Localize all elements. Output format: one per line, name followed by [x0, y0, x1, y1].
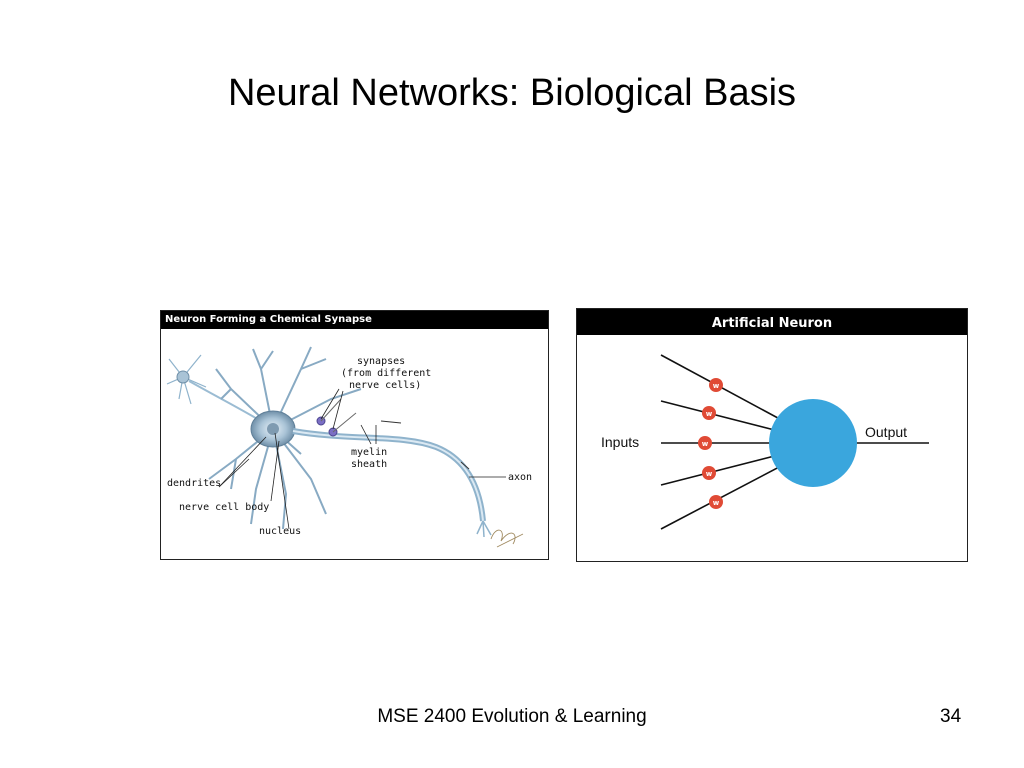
- axon-shape: [292, 428, 486, 522]
- label-synapses: synapses: [357, 356, 405, 367]
- inputs-label: Inputs: [601, 434, 639, 450]
- biological-figure-header: Neuron Forming a Chemical Synapse: [161, 311, 548, 329]
- label-nerve-cell-body: nerve cell body: [179, 502, 269, 513]
- weight-label: w: [713, 499, 720, 507]
- nucleus-shape: [267, 423, 279, 435]
- artificial-neuron-figure: Artificial Neuron w w w w w Inputs Outpu…: [576, 308, 968, 562]
- weight-label: w: [713, 382, 720, 390]
- label-nucleus: nucleus: [259, 526, 301, 537]
- label-synapses-line3: nerve cells): [349, 380, 421, 391]
- weight-label: w: [702, 440, 709, 448]
- label-myelin: myelin: [351, 447, 387, 458]
- footer-course-title: MSE 2400 Evolution & Learning: [377, 706, 647, 727]
- neuron-illustration: synapses (from different nerve cells) my…: [166, 346, 532, 548]
- label-synapses-line2: (from different: [341, 368, 431, 379]
- weight-label: w: [706, 410, 713, 418]
- label-axon: axon: [508, 472, 532, 483]
- weight-label: w: [706, 470, 713, 478]
- page-number: 34: [940, 706, 962, 727]
- weight-markers: [698, 378, 723, 509]
- label-dendrites: dendrites: [167, 478, 221, 489]
- distant-neuron: [166, 354, 207, 405]
- label-sheath: sheath: [351, 459, 387, 470]
- slide-title: Neural Networks: Biological Basis: [227, 72, 797, 114]
- artificial-neuron-diagram: w w w w w Inputs Output: [601, 354, 929, 530]
- biological-neuron-figure: Neuron Forming a Chemical Synapse: [160, 310, 549, 560]
- artist-signature: [490, 529, 524, 548]
- neuron-body: [769, 399, 857, 487]
- output-label: Output: [865, 424, 907, 440]
- artificial-figure-header: Artificial Neuron: [577, 309, 967, 335]
